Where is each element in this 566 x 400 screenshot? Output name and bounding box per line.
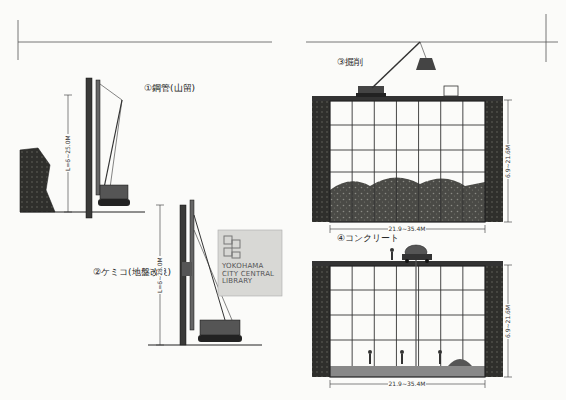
step-caption: ①鋼管(山留) (143, 83, 196, 93)
excavation-section (312, 42, 512, 233)
dimension: 21.9~35.4M (388, 226, 427, 233)
column (462, 101, 463, 222)
library-stamp: YOKOHAMA CITY CENTRAL LIBRARY (220, 262, 280, 288)
column (418, 266, 419, 366)
strut (330, 125, 485, 126)
column (374, 266, 375, 366)
column (418, 101, 419, 222)
dimension: 6.9~21.6M (505, 303, 512, 338)
strut (330, 150, 485, 151)
dimension: L=6~25.0M (65, 134, 72, 172)
column (396, 266, 397, 366)
concrete-section (312, 245, 512, 388)
column (440, 101, 441, 222)
column (462, 266, 463, 366)
dimension: 21.9~35.4M (388, 381, 427, 388)
strut (330, 315, 485, 316)
column (374, 101, 375, 222)
step-caption: ④コンクリート (336, 233, 400, 243)
step-caption: ③掘削 (336, 57, 364, 67)
pile-rig-1 (20, 78, 145, 218)
dimension: 6.9~21.6M (505, 143, 512, 178)
strut (330, 290, 485, 291)
stamp-text: YOKOHAMA CITY CENTRAL LIBRARY (222, 263, 278, 286)
strut (330, 340, 485, 341)
column (352, 101, 353, 222)
library-logo (224, 236, 240, 258)
page-rule (18, 14, 558, 62)
column (396, 101, 397, 222)
dimension: L=6~28.0M (157, 256, 164, 294)
column (352, 266, 353, 366)
worker-figure (368, 248, 442, 364)
strut (330, 172, 485, 173)
